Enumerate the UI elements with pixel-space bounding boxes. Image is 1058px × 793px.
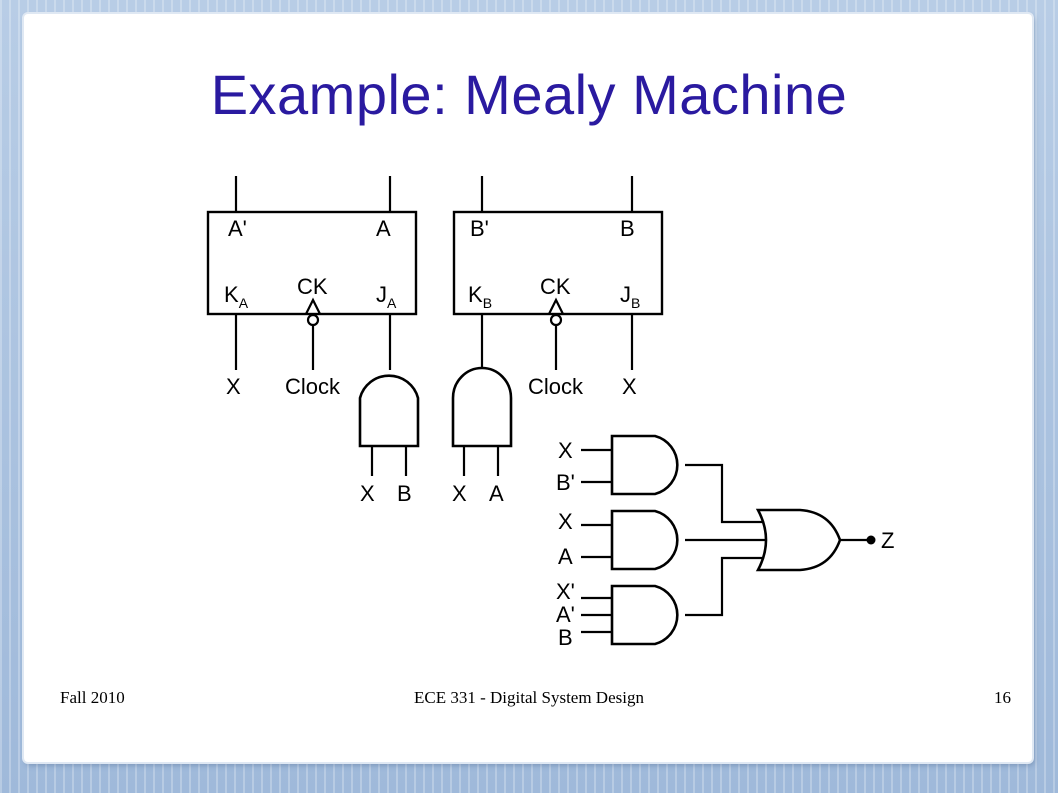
ff-a-ck-label: CK [297,274,328,299]
footer-date: Fall 2010 [60,688,125,707]
and-kb-input-x: X [452,481,467,506]
ff-b-qbar-label: B' [470,216,489,241]
ff-a-clock-bubble [306,313,320,327]
and-gate-kb: X A [451,366,513,506]
ff-a-q-label: A [376,216,391,241]
footer-course: ECE 331 - Digital System Design [414,688,644,707]
ff-b-q-label: B [620,216,635,241]
and2-input-a: A [558,544,573,569]
ff-b-j-input-label: X [622,374,637,399]
ff-b-clock-input-label: Clock [528,374,584,399]
and-gate-ja: X B [358,374,420,506]
flipflop-b: B' B KB CK JB Clock X [452,176,664,399]
and1-input-bbar: B' [556,470,575,495]
and3-input-xbar: X' [556,579,575,604]
and-gate-1: X B' [556,434,679,496]
ff-a-k-label: KA [224,282,249,311]
ff-a-clock-triangle [305,297,321,315]
flipflop-a: A' A KA CK JA X Clock [206,176,418,399]
slide-title: Example: Mealy Machine [210,63,848,126]
and3-input-b: B [558,625,573,650]
footer-page-number: 16 [994,688,1011,707]
ff-a-qbar-label: A' [228,216,247,241]
and1-input-x: X [558,438,573,463]
ff-a-clock-input-label: Clock [285,374,341,399]
output-node-dot [866,535,876,545]
and-gate-3: X' A' B [556,579,679,650]
ff-b-clock-bubble [549,313,563,327]
and-gate-2: X A [558,509,679,571]
and2-input-x: X [558,509,573,534]
ff-b-k-label: KB [468,282,492,311]
ff-b-j-label: JB [620,282,640,311]
or-gate: Z [685,463,894,617]
and-ja-input-b: B [397,481,412,506]
ff-a-k-input-label: X [226,374,241,399]
and3-input-abar: A' [556,602,575,627]
slide-paper [24,14,1032,762]
ff-a-j-label: JA [376,282,397,311]
and-kb-input-a: A [489,481,504,506]
ff-b-ck-label: CK [540,274,571,299]
output-z-label: Z [881,528,894,553]
and-ja-input-x: X [360,481,375,506]
ff-b-clock-triangle [548,297,564,315]
